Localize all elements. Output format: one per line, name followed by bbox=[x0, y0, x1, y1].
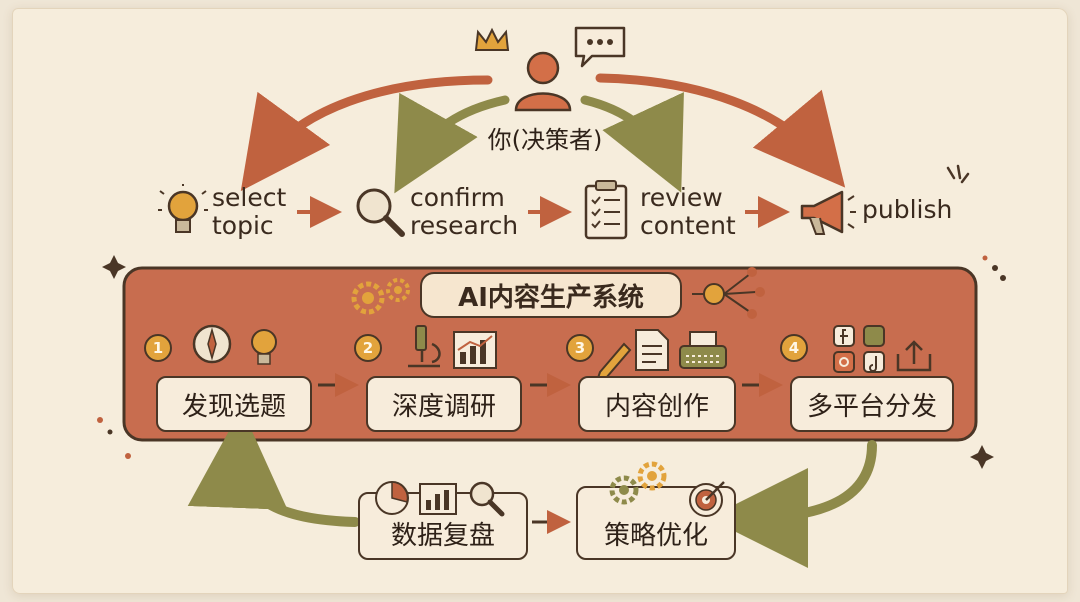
decider-label: 你(决策者) bbox=[487, 126, 603, 154]
target-icon bbox=[689, 481, 725, 517]
magnifier-icon bbox=[356, 188, 405, 237]
stage-content-creation: 内容创作 bbox=[578, 376, 736, 432]
stage-deep-research: 深度调研 bbox=[366, 376, 522, 432]
stage-discover-topic: 发现选题 bbox=[156, 376, 312, 432]
compass-icon bbox=[192, 324, 232, 364]
publish-sparks-icon bbox=[946, 164, 970, 184]
step-confirm-line2: research bbox=[410, 211, 519, 240]
system-title: AI内容生产系统 bbox=[420, 272, 682, 318]
stage-1-number: 1 bbox=[144, 334, 172, 362]
stage-lightbulb-icon bbox=[251, 329, 277, 365]
arrow-decider-to-confirm bbox=[394, 92, 510, 194]
review-magnifier-icon bbox=[469, 481, 505, 517]
typewriter-icon bbox=[679, 331, 727, 369]
crown-icon bbox=[474, 27, 510, 51]
sparkle-left bbox=[102, 255, 126, 279]
optimize-gears-icon bbox=[609, 461, 667, 505]
arrow-decider-to-publish bbox=[595, 73, 846, 188]
network-icon bbox=[692, 267, 765, 319]
step-publish-line1: publish bbox=[862, 195, 953, 224]
arrow-distribute-to-optimize bbox=[708, 440, 877, 568]
review-bar-chart-icon bbox=[419, 483, 457, 515]
megaphone-icon bbox=[800, 190, 856, 235]
person-icon bbox=[514, 51, 572, 112]
step-review-content: review content bbox=[640, 184, 736, 240]
pie-chart-icon bbox=[375, 481, 409, 515]
pencil-icon bbox=[596, 342, 632, 378]
instagram-icon bbox=[833, 351, 855, 373]
step-select-line2: topic bbox=[212, 211, 274, 240]
tiktok-icon bbox=[863, 351, 885, 373]
sparkle-right bbox=[970, 445, 994, 469]
step-review-line1: review bbox=[640, 183, 723, 212]
speech-bubble-icon bbox=[574, 26, 626, 68]
social-icons bbox=[833, 325, 932, 373]
document-icon bbox=[635, 329, 669, 371]
lightbulb-icon bbox=[158, 184, 208, 233]
twitter-icon bbox=[863, 325, 885, 347]
bar-chart-icon bbox=[453, 331, 497, 369]
microscope-icon bbox=[408, 325, 441, 368]
upload-icon bbox=[896, 340, 932, 372]
stage-4-number: 4 bbox=[780, 334, 808, 362]
stage-3-number: 3 bbox=[566, 334, 594, 362]
gears-icon bbox=[351, 278, 410, 315]
step-publish: publish bbox=[862, 196, 952, 224]
step-confirm-line1: confirm bbox=[410, 183, 505, 212]
stage-2-number: 2 bbox=[354, 334, 382, 362]
arrow-decider-to-select bbox=[240, 75, 493, 192]
system-panel bbox=[122, 266, 978, 442]
clipboard-icon bbox=[584, 180, 628, 240]
step-review-line2: content bbox=[640, 211, 736, 240]
arrow-decider-to-review bbox=[580, 92, 684, 193]
step-confirm-research: confirm research bbox=[410, 184, 518, 240]
step-select-topic: select topic bbox=[212, 184, 286, 240]
arrow-review-to-discover bbox=[187, 408, 360, 527]
step-select-line1: select bbox=[212, 183, 287, 212]
stage-multi-platform-distribution: 多平台分发 bbox=[790, 376, 954, 432]
